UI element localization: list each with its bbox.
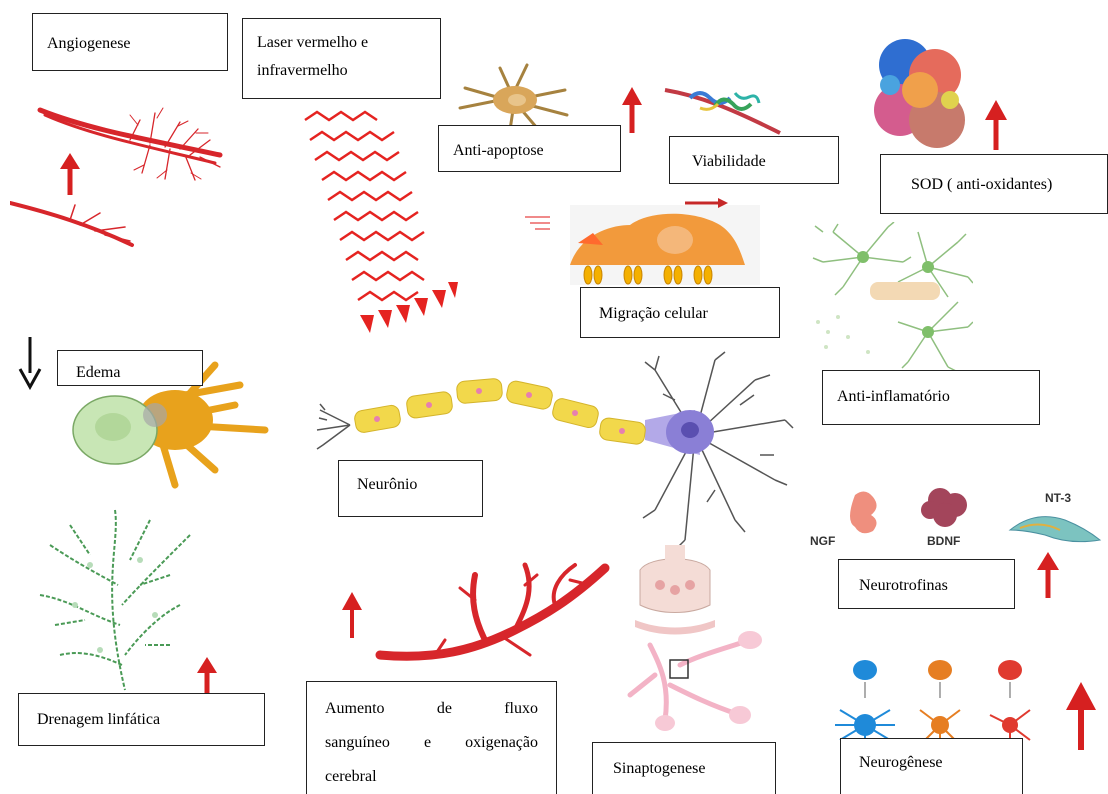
synapse-illustration <box>610 545 800 745</box>
label-anti-apoptose: Anti-apoptose <box>438 125 621 172</box>
blood-vessel-illustration <box>375 560 615 675</box>
arrow-down-icon <box>18 335 42 390</box>
arrow-up-icon <box>620 85 644 135</box>
viability-protein-illustration <box>660 78 790 138</box>
arrow-up-icon <box>1035 550 1061 600</box>
neuron-illustration <box>315 350 795 550</box>
label-aumento-fluxo: Aumento de fluxo sanguíneo e oxigenação … <box>306 681 557 794</box>
anti-apoptosis-cell-illustration <box>455 60 575 135</box>
aumento-line-2: sanguíneo e oxigenação <box>325 726 538 760</box>
sod-protein-illustration <box>865 30 975 160</box>
label-laser: Laser vermelho e infravermelho <box>242 18 441 99</box>
arrow-up-icon <box>60 153 80 195</box>
label-angiogenese: Angiogenese <box>32 13 228 71</box>
label-neurogenese: Neurogênese <box>840 738 1023 794</box>
label-edema: Edema <box>57 350 203 386</box>
laser-beam-illustration <box>300 100 460 345</box>
label-neurotrofinas: Neurotrofinas <box>838 559 1015 609</box>
laser-line-2: infravermelho <box>257 62 348 79</box>
laser-line-1: Laser vermelho e <box>257 34 368 51</box>
ngf-label: NGF <box>810 534 835 548</box>
arrow-up-icon <box>1064 680 1098 752</box>
aumento-line-1: Aumento de fluxo <box>325 692 538 726</box>
bdnf-label: BDNF <box>927 534 960 548</box>
cell-migration-illustration <box>520 195 760 295</box>
arrow-up-icon <box>340 590 364 640</box>
anti-inflammatory-glia-illustration <box>808 222 973 372</box>
arrow-up-icon <box>983 98 1009 152</box>
label-viabilidade: Viabilidade <box>669 136 839 184</box>
lymphatic-network-illustration <box>30 505 200 695</box>
label-drenagem: Drenagem linfática <box>18 693 265 746</box>
aumento-line-3: cerebral <box>325 760 538 794</box>
angiogenesis-vessels-illustration <box>10 85 235 260</box>
label-migracao: Migração celular <box>580 287 780 338</box>
label-neuronio: Neurônio <box>338 460 483 517</box>
label-sod: SOD ( anti-oxidantes) <box>880 154 1108 214</box>
nt3-label: NT-3 <box>1045 491 1071 505</box>
label-anti-inflamatorio: Anti-inflamatório <box>822 370 1040 425</box>
neurotrophins-illustration: NGF BDNF NT-3 <box>805 480 1105 555</box>
label-sinaptogenese: Sinaptogenese <box>592 742 776 794</box>
